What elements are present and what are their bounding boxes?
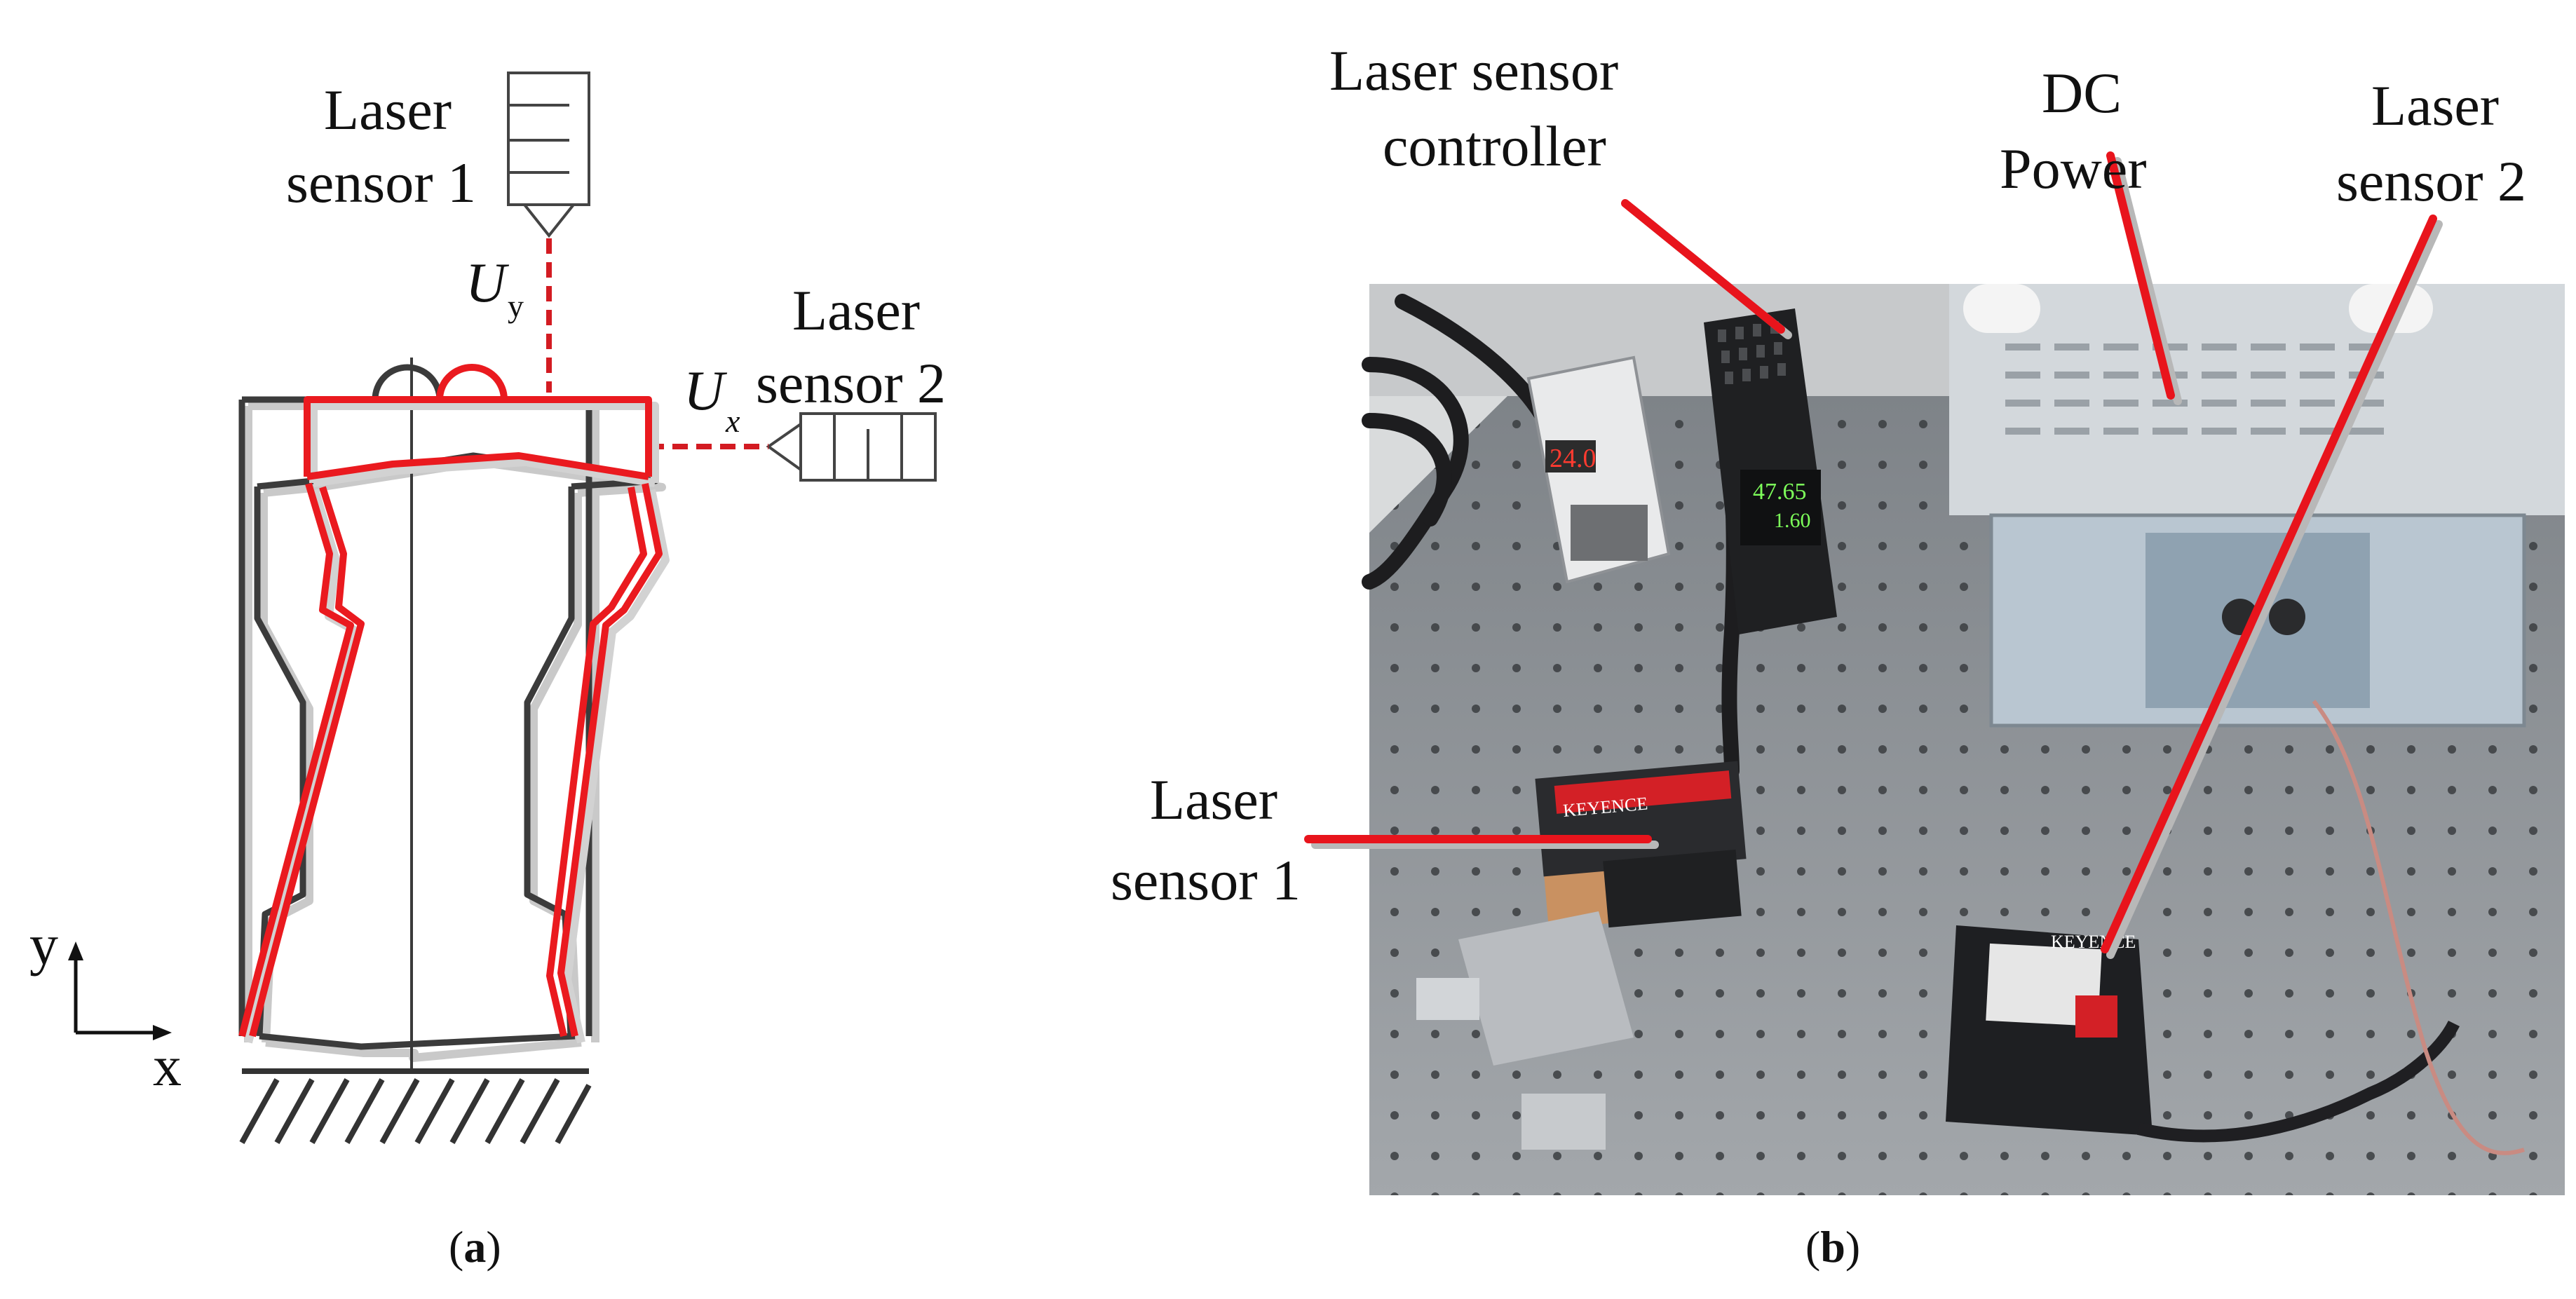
sensor1-photo-label-line1: Laser [1150, 768, 1277, 831]
caption-b-letter: b [1820, 1222, 1845, 1272]
controller-label-line1: Laser sensor [1329, 39, 1618, 102]
fixed-ground [239, 1068, 592, 1144]
cable-right [2312, 700, 2525, 1155]
laser-sensor-2-device: KEYENCE [1946, 925, 2460, 1143]
dc-label-line2: Power [2000, 137, 2147, 200]
axis-y-label: y [29, 913, 58, 977]
ux-symbol: U [684, 360, 728, 422]
sensor2-label-line1: Laser [792, 278, 920, 342]
psu-display: 24.0 [1550, 444, 1597, 473]
controller-display-top: 47.65 [1753, 479, 1807, 505]
laser-sensor-2-symbol [766, 412, 937, 482]
caption-b: (b) [1805, 1222, 1860, 1272]
sensor2-label-line2: sensor 2 [756, 351, 946, 415]
coordinate-axes [68, 941, 172, 1040]
caption-b-close: ) [1845, 1222, 1860, 1272]
dc-power-amplifier [1949, 284, 2565, 728]
caption-b-open: ( [1805, 1222, 1820, 1272]
uy-symbol: U [466, 252, 510, 314]
laser-sensor-1-device: KEYENCE [1416, 761, 1747, 1150]
deformed-structure [238, 364, 670, 1044]
caption-a-open: ( [449, 1222, 463, 1272]
ux-subscript: x [725, 403, 740, 439]
sensor2-photo-label-line2: sensor 2 [2336, 149, 2526, 213]
sensor1-label-line2: sensor 1 [286, 151, 476, 215]
panel-a-schematic: y x Laser sensor 1 Laser sensor 2 U y U … [29, 72, 946, 1272]
dc-label-line1: DC [2042, 61, 2122, 125]
sensor2-photo-label-line1: Laser [2371, 74, 2499, 137]
caption-a-close: ) [486, 1222, 501, 1272]
sensor1-photo-label-line2: sensor 1 [1111, 848, 1301, 912]
caption-a-letter: a [463, 1222, 486, 1272]
laser-sensor-1-symbol [507, 72, 590, 238]
axis-x-label: x [153, 1034, 182, 1098]
uy-subscript: y [508, 288, 524, 324]
controller-label-line2: controller [1383, 114, 1606, 178]
panel-b-photo: 24.0 47.65 1.60 [1111, 39, 2565, 1272]
callout-lines [1304, 151, 2443, 959]
power-supply-unit: 24.0 [1526, 355, 1671, 584]
sensor1-label-line1: Laser [324, 78, 452, 142]
laser-controller-device: 47.65 1.60 [1704, 308, 1837, 634]
caption-a: (a) [449, 1222, 501, 1272]
controller-display-bottom: 1.60 [1774, 509, 1811, 532]
